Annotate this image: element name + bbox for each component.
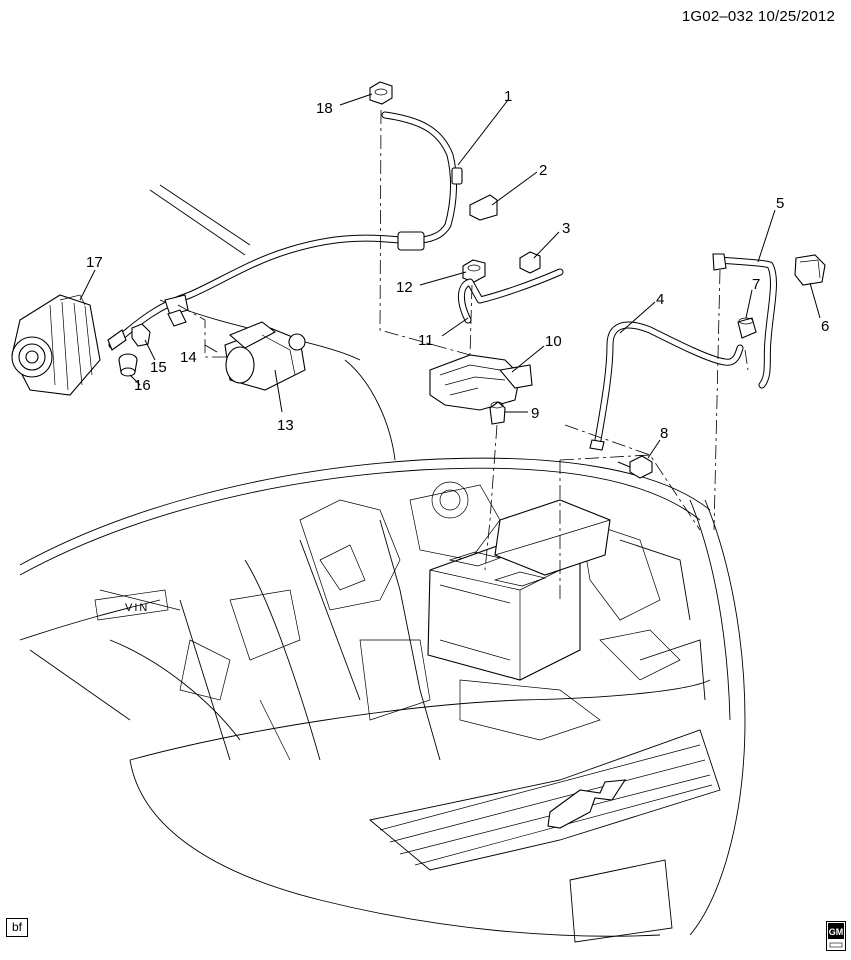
callout-13: 13 (277, 417, 294, 434)
vin-label: VIN (125, 602, 149, 614)
callout-5: 5 (776, 195, 784, 212)
callout-2: 2 (539, 162, 547, 179)
callout-11: 11 (418, 332, 434, 349)
callouts: 1 2 3 4 5 6 7 8 9 10 11 12 13 14 15 16 1… (86, 88, 829, 442)
fuse-block (429, 354, 533, 411)
negative-battery-cable (589, 321, 744, 451)
ground-cable-5 (712, 253, 777, 389)
diagram-reference: 1G02–032 10/25/2012 (681, 8, 835, 25)
callout-7: 7 (752, 276, 760, 293)
grommet (737, 317, 757, 339)
callout-9: 9 (531, 405, 539, 422)
callout-12: 12 (396, 279, 413, 296)
boot-16 (118, 353, 138, 377)
nut-18 (369, 81, 393, 105)
callout-17: 17 (86, 254, 103, 271)
clip-14 (167, 309, 187, 327)
nut-15 (131, 323, 151, 347)
alternator (11, 294, 101, 396)
callout-6: 6 (821, 318, 829, 335)
callout-3: 3 (562, 220, 570, 237)
callout-14: 14 (180, 349, 197, 366)
callout-10: 10 (545, 333, 562, 350)
positive-battery-cable (107, 111, 463, 351)
vehicle-body (19, 184, 746, 943)
callout-8: 8 (660, 425, 668, 442)
callout-18: 18 (316, 100, 333, 117)
nut-12 (462, 259, 486, 283)
terminal-cap (489, 401, 506, 425)
assembly-centerlines (177, 109, 749, 600)
starter-motor (224, 321, 306, 391)
engine-bay: VIN (94, 481, 681, 761)
diagram-code-box: bf (6, 918, 29, 937)
callout-4: 4 (656, 291, 664, 308)
callout-1: 1 (504, 88, 512, 105)
battery-lead-11 (458, 268, 564, 324)
callout-16: 16 (134, 377, 151, 394)
gm-logo-text: GM (829, 927, 844, 937)
callout-15: 15 (150, 359, 167, 376)
leader-lines (79, 93, 821, 459)
bolt (617, 455, 653, 479)
battery-sensor (794, 254, 826, 286)
gm-logo: GM (826, 921, 846, 951)
cable-bracket (469, 194, 498, 221)
battery (427, 499, 611, 681)
